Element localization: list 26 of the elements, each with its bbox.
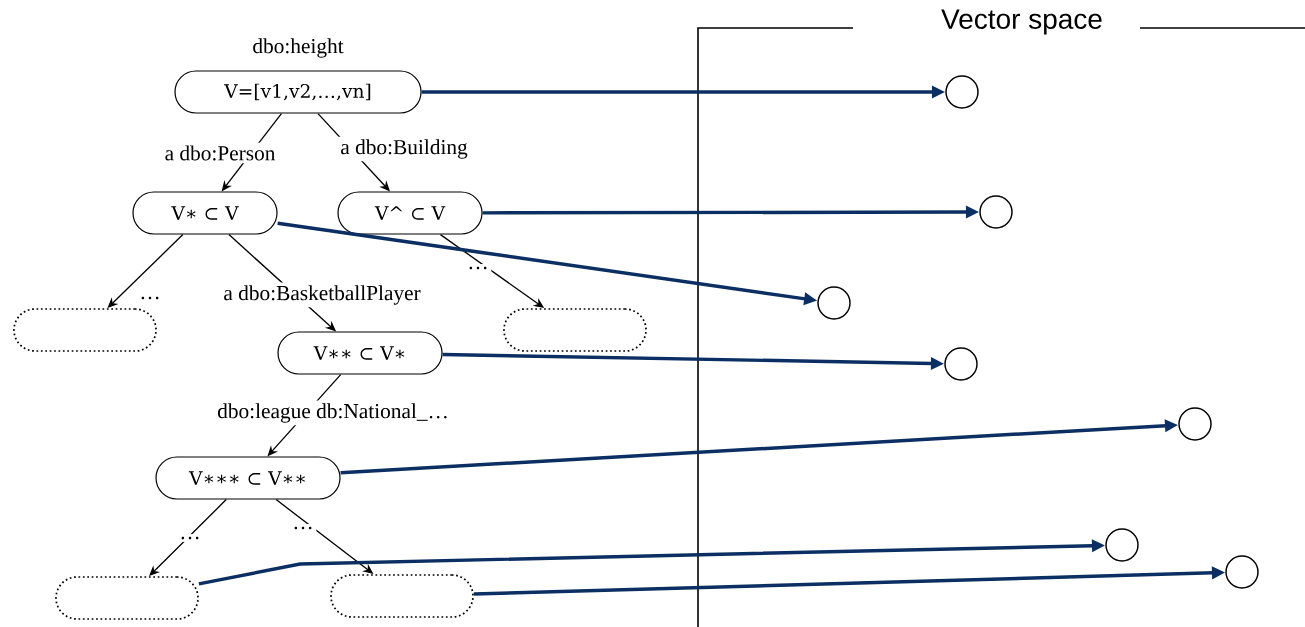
rounded-box: V^ ⊂ V [337,191,483,235]
dotted-box [13,308,157,352]
edge-label: … [136,294,164,302]
edge-label: dbo:league db:National_… [214,400,452,426]
circle [944,347,978,381]
rounded-box: V∗ ⊂ V [132,191,278,235]
rounded-box: V∗∗∗ ⊂ V∗∗ [155,456,341,500]
circle [1178,407,1212,441]
rounded-box: V∗∗ ⊂ V∗ [277,331,443,375]
circle [817,286,851,320]
edge-label: … [176,534,204,542]
node-caption: dbo:height [253,38,344,58]
edge-label: a dbo:Building [337,136,471,162]
circle [945,75,979,109]
edge-label: … [289,524,317,532]
edge-label: a dbo:BasketballPlayer [220,282,424,308]
edge-label: … [464,264,492,272]
rounded-box: V=[v1,v2,…,vn] [174,70,422,114]
dotted-box [503,308,647,352]
dotted-box [330,574,474,618]
title: Vector space [941,9,1102,35]
circle [1105,528,1139,562]
circle [979,195,1013,229]
dotted-box [55,576,199,620]
edge-label: a dbo:Person [161,142,279,164]
circle [1225,555,1259,589]
